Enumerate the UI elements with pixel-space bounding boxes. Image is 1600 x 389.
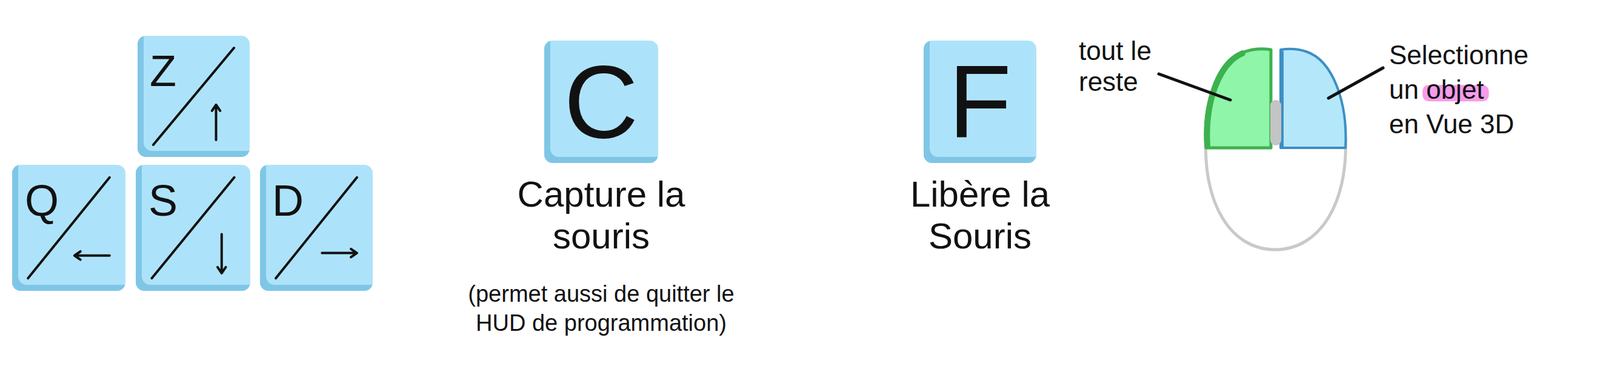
leader-line bbox=[1328, 67, 1384, 99]
note-label: (permet aussi de quitter le HUD de progr… bbox=[455, 280, 747, 338]
direction-arrow bbox=[321, 249, 357, 258]
key-cap: D bbox=[260, 164, 373, 291]
key-letter: Q bbox=[24, 178, 59, 223]
right-button bbox=[1280, 49, 1346, 148]
key-cap: S bbox=[135, 164, 251, 291]
key-cap: C bbox=[544, 40, 659, 164]
key-letter: F bbox=[948, 50, 1012, 154]
scroll-wheel bbox=[1270, 100, 1282, 146]
leader-line bbox=[1158, 73, 1231, 100]
key-letter: C bbox=[564, 50, 639, 154]
mouse-body bbox=[1205, 136, 1346, 250]
note-label: Libère la Souris bbox=[876, 173, 1084, 257]
direction-arrow bbox=[74, 251, 110, 260]
key-letter: Z bbox=[149, 49, 177, 93]
key-cap: F bbox=[923, 40, 1037, 164]
direction-arrow bbox=[217, 233, 227, 273]
key-letter: S bbox=[148, 178, 178, 223]
key-letter: D bbox=[272, 178, 304, 223]
note-label: tout le reste bbox=[1078, 35, 1185, 97]
key-cap: Q bbox=[12, 164, 126, 291]
note-label: Capture la souris bbox=[498, 173, 705, 257]
direction-arrow bbox=[212, 104, 221, 140]
note-label: Selectionne un objet en Vue 3D bbox=[1389, 37, 1518, 142]
key-cap: Z bbox=[137, 35, 250, 157]
left-button bbox=[1205, 49, 1271, 148]
